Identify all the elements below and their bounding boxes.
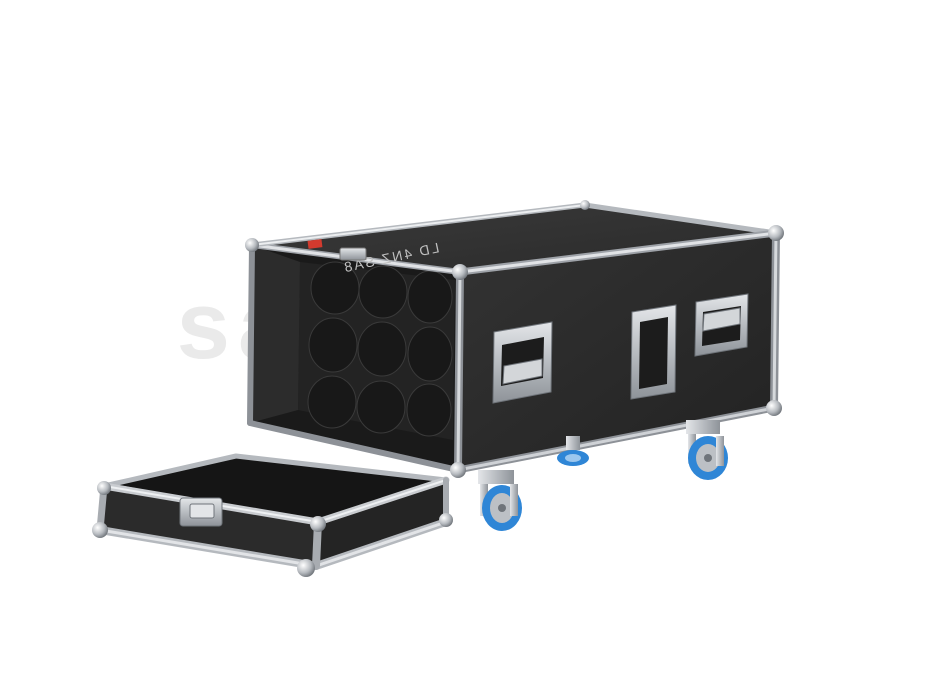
ball-corner-icon: [580, 200, 590, 210]
recessed-handle-icon: [639, 317, 668, 389]
castor-wheel-icon: [478, 470, 522, 531]
ball-corner-icon: [245, 238, 259, 252]
side-handle-left: [492, 321, 553, 404]
case-body: LD 4NZ SA8: [245, 200, 784, 478]
recessed-handle-icon: [702, 307, 741, 332]
case-interior-left: [250, 245, 300, 423]
ball-corner-icon: [310, 516, 326, 532]
castor-wheel-icon: [557, 436, 589, 466]
compartment-grid: [307, 261, 453, 437]
case-top-panel: [252, 205, 776, 272]
castor-wheel-icon: [686, 420, 728, 480]
ball-corner-icon: [450, 462, 466, 478]
ball-corner-icon: [452, 264, 468, 280]
corner-balls: [245, 200, 784, 478]
ball-corner-icon: [92, 522, 108, 538]
ball-corner-icon: [439, 513, 453, 527]
lid-latch: [179, 497, 223, 527]
ball-corner-icon: [768, 225, 784, 241]
ball-corner-icon: [297, 559, 315, 577]
butterfly-latch-icon: [339, 247, 367, 261]
lid-side-face: [316, 480, 446, 566]
top-latch: [339, 247, 367, 261]
recessed-handle-icon: [502, 358, 543, 385]
castor-wheels: [478, 420, 728, 531]
case-side-panel: [458, 233, 776, 470]
ball-corner-icon: [97, 481, 111, 495]
side-handle-center: [630, 304, 677, 400]
ball-corner-icon: [766, 400, 782, 416]
brand-label: [307, 239, 323, 249]
butterfly-latch-icon: [189, 503, 215, 519]
side-handle-right: [694, 293, 749, 357]
case-lid: [92, 453, 453, 577]
